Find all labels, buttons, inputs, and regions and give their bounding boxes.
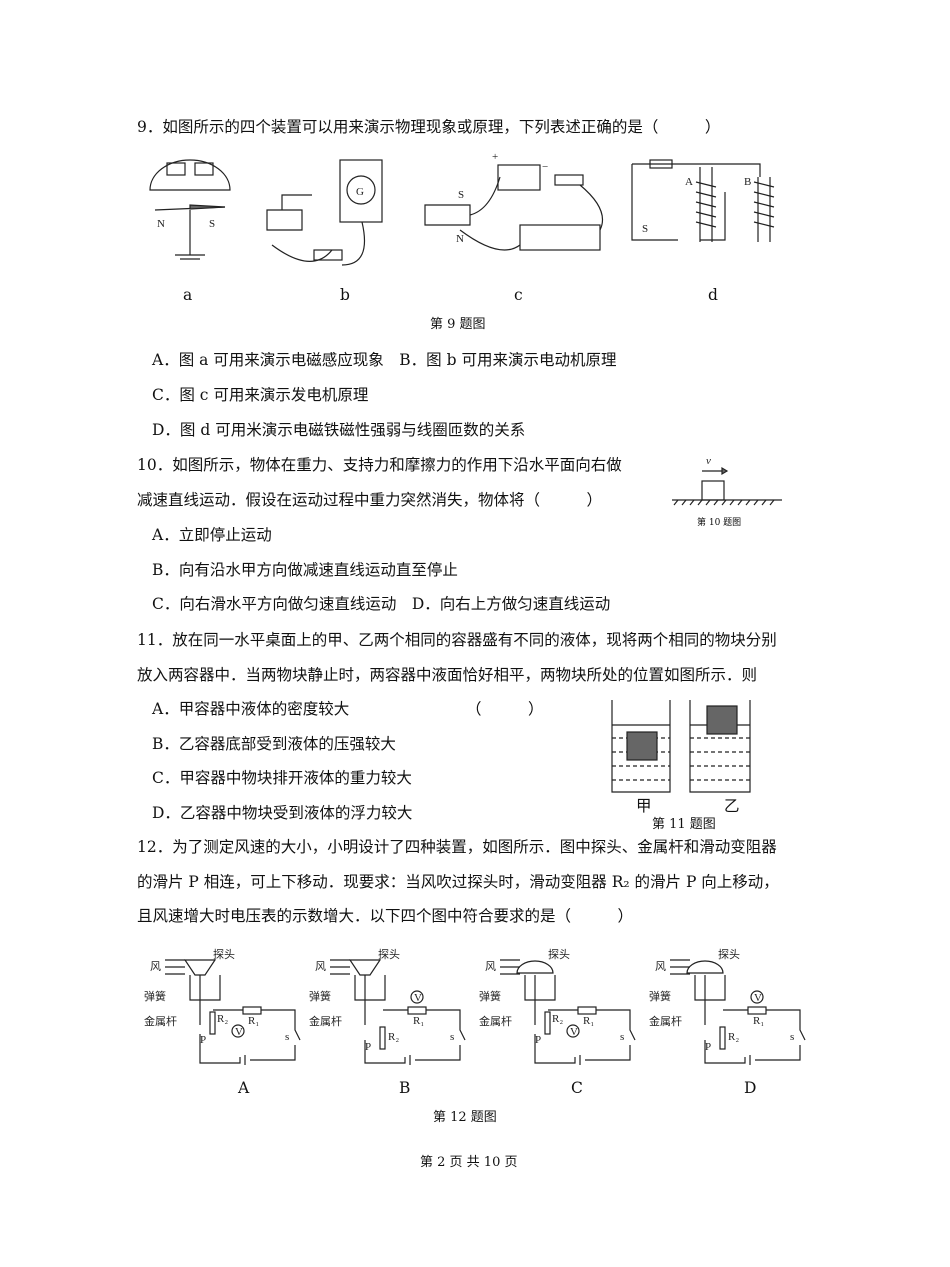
q10-option-a: A．立即停止运动 <box>152 526 272 544</box>
q11-label-yi: 乙 <box>724 797 740 815</box>
rod-label: 金属杆 <box>649 1014 682 1028</box>
switch-label: S <box>642 223 648 235</box>
r1-label: R₁ <box>248 1015 259 1027</box>
coil-b-label: B <box>744 176 751 188</box>
q12-fig-label-d: D <box>744 1079 757 1097</box>
voltmeter-label: V <box>414 992 422 1004</box>
r1-label: R₁ <box>413 1015 424 1027</box>
page-footer: 第 2 页 共 10 页 <box>420 1155 518 1170</box>
wind-label: 风 <box>485 960 496 973</box>
rod-label: 金属杆 <box>144 1014 177 1028</box>
minus-label: − <box>542 161 548 173</box>
q9-figure-c: + − S N <box>424 151 604 251</box>
wind-label: 风 <box>315 960 326 973</box>
q11-stem-2: 放入两容器中．当两物块静止时，两容器中液面恰好相平，两物块所处的位置如图所示．则 <box>137 666 758 684</box>
q9-stem: 9．如图所示的四个装置可以用来演示物理现象或原理，下列表述正确的是（ ） <box>137 118 721 136</box>
switch-label: s <box>790 1031 794 1043</box>
north-pole-label: N <box>456 233 464 245</box>
spring-label: 弹簧 <box>649 989 671 1003</box>
probe-label: 探头 <box>213 948 235 961</box>
switch-label: s <box>285 1031 289 1043</box>
q12-stem-3: 且风速增大时电压表的示数增大．以下四个图中符合要求的是（ ） <box>137 907 634 925</box>
q10-option-b: B．向有沿水甲方向做减速直线运动直至停止 <box>152 561 458 579</box>
voltmeter-label: V <box>754 992 762 1004</box>
q11-option-d: D．乙容器中物块受到液体的浮力较大 <box>152 804 413 822</box>
q9-fig-label-a: a <box>183 286 193 304</box>
slider-p-label: P <box>705 1041 711 1053</box>
q9-figure-d: A B S <box>631 159 775 242</box>
q9-figure-b: G <box>266 159 383 266</box>
q12-stem-2: 的滑片 P 相连，可上下移动．现要求：当风吹过探头时，滑动变阻器 R₂ 的滑片 … <box>137 873 779 891</box>
q10-figure: v <box>672 455 782 506</box>
q11-option-a: A．甲容器中液体的密度较大 <box>152 700 350 718</box>
plus-label: + <box>492 151 498 163</box>
q12-fig-label-c: C <box>571 1079 583 1097</box>
q11-figure <box>611 700 751 793</box>
q9-fig-label-b: b <box>340 286 350 304</box>
south-pole-label: S <box>458 189 464 201</box>
q9-option-d: D．图 d 可用米演示电磁铁磁性强弱与线圈匝数的关系 <box>152 421 526 439</box>
spring-label: 弹簧 <box>144 989 166 1003</box>
r2-label: R₂ <box>728 1031 739 1043</box>
spring-label: 弹簧 <box>479 989 501 1003</box>
q12-fig-label-a: A <box>238 1079 250 1097</box>
switch-label: s <box>620 1031 624 1043</box>
q9-option-c: C．图 c 可用来演示发电机原理 <box>152 386 369 404</box>
slider-p-label: P <box>535 1034 541 1046</box>
q9-fig-label-c: c <box>514 286 523 304</box>
slider-p-label: P <box>200 1034 206 1046</box>
q11-option-b: B．乙容器底部受到液体的压强较大 <box>152 735 396 753</box>
voltmeter-label: V <box>235 1026 243 1038</box>
rod-label: 金属杆 <box>309 1014 342 1028</box>
wind-label: 风 <box>655 960 666 973</box>
q11-label-jia: 甲 <box>636 797 652 815</box>
q12-stem-1: 12．为了测定风速的大小，小明设计了四种装置，如图所示．图中探头、金属杆和滑动变… <box>137 838 777 856</box>
probe-label: 探头 <box>548 948 570 961</box>
wind-label: 风 <box>150 960 161 973</box>
q10-option-cd: C．向右滑水平方向做匀速直线运动 D．向右上方做匀速直线运动 <box>152 595 611 613</box>
q12-fig-label-b: B <box>399 1079 411 1097</box>
r1-label: R₁ <box>753 1015 764 1027</box>
q11-caption: 第 11 题图 <box>652 817 716 832</box>
velocity-label: v <box>706 455 711 467</box>
probe-label: 探头 <box>718 948 740 961</box>
switch-label: s <box>450 1031 454 1043</box>
q10-caption: 第 10 题图 <box>697 518 742 528</box>
spring-label: 弹簧 <box>309 989 331 1003</box>
q11-bracket: （ ） <box>466 700 544 718</box>
r2-label: R₂ <box>217 1013 228 1025</box>
r2-label: R₂ <box>388 1031 399 1043</box>
north-pole-label: N <box>157 218 165 230</box>
slider-p-label: P <box>365 1041 371 1053</box>
q11-option-c: C．甲容器中物块排开液体的重力较大 <box>152 769 412 787</box>
r2-label: R₂ <box>552 1013 563 1025</box>
q11-stem-1: 11．放在同一水平桌面上的甲、乙两个相同的容器盛有不同的液体，现将两个相同的物块… <box>137 631 777 649</box>
coil-a-label: A <box>685 176 693 188</box>
galvanometer-label: G <box>356 186 364 198</box>
probe-label: 探头 <box>378 948 400 961</box>
q9-caption: 第 9 题图 <box>430 317 486 332</box>
r1-label: R₁ <box>583 1015 594 1027</box>
rod-label: 金属杆 <box>479 1014 512 1028</box>
q12-caption: 第 12 题图 <box>433 1110 497 1125</box>
q9-option-ab: A．图 a 可用来演示电磁感应现象 B．图 b 可用来演示电动机原理 <box>152 351 617 369</box>
south-pole-label: S <box>209 218 215 230</box>
q10-stem-2: 减速直线运动．假设在运动过程中重力突然消失，物体将（ ） <box>137 491 603 509</box>
q10-stem-1: 10．如图所示，物体在重力、支持力和摩擦力的作用下沿水平面向右做 <box>137 456 622 474</box>
q9-fig-label-d: d <box>708 286 718 304</box>
voltmeter-label: V <box>570 1026 578 1038</box>
